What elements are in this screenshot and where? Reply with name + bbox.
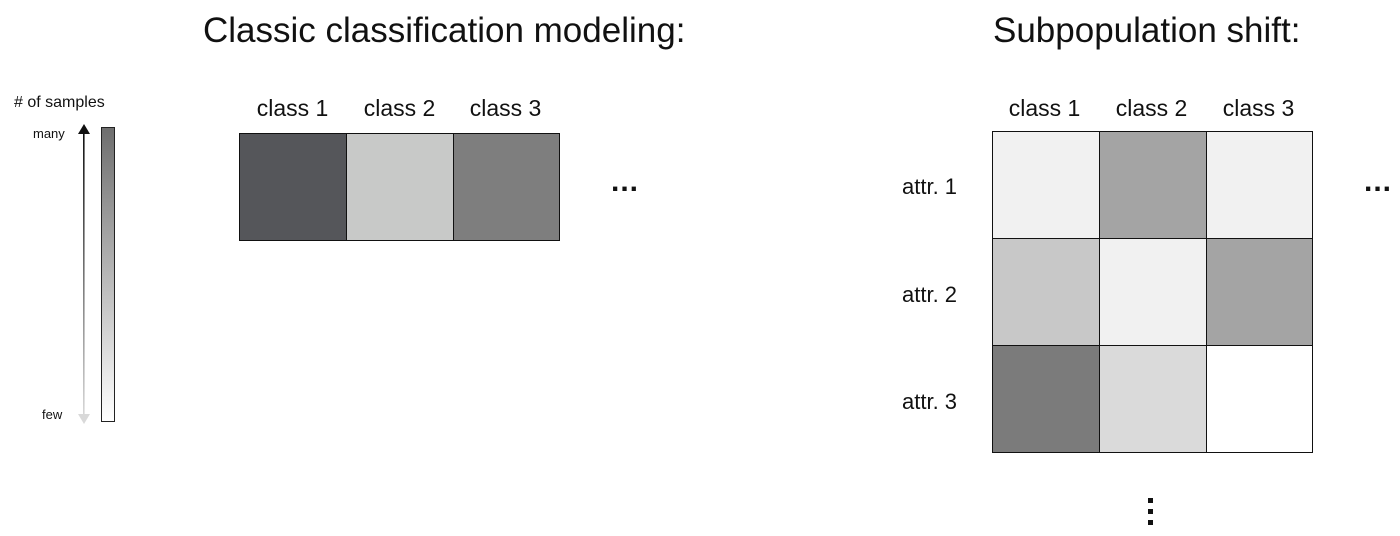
vertical-dot [1148, 520, 1153, 525]
right-column-label-class-2: class 2 [1115, 95, 1188, 121]
right-column-label-class-1: class 1 [1008, 95, 1081, 121]
row-label-attr-1: attr. 1 [902, 174, 958, 199]
right-column-label-class-3: class 3 [1222, 95, 1295, 121]
subpopulation-grid [992, 131, 1313, 453]
row-label-attr-3: attr. 3 [902, 389, 958, 414]
grid-cell-attr2-class2 [1099, 238, 1207, 346]
grid-cell-attr1-class1 [992, 131, 1100, 239]
subpopulation-title: Subpopulation shift: [993, 11, 1301, 50]
row-label-attr-2: attr. 2 [902, 282, 958, 307]
class-1-cell [239, 133, 347, 241]
grid-cell-attr2-class1 [992, 238, 1100, 346]
legend-arrow [78, 124, 90, 424]
grid-cell-attr3-class1 [992, 345, 1100, 453]
legend-many-label: many [33, 126, 65, 141]
legend-few-label: few [42, 407, 63, 422]
grid-cell-attr1-class3 [1206, 131, 1313, 239]
legend-gradient-bar [101, 127, 115, 422]
left-column-label-class-1: class 1 [256, 95, 329, 121]
classic-class-strip [239, 133, 560, 241]
more-classes-ellipsis: ... [611, 165, 640, 198]
vertical-dot [1148, 509, 1153, 514]
grid-cell-attr2-class3 [1206, 238, 1313, 346]
more-rows-ellipsis [1148, 498, 1154, 528]
left-column-label-class-3: class 3 [469, 95, 542, 121]
legend-title: # of samples [14, 94, 105, 111]
vertical-dot [1148, 498, 1153, 503]
grid-cell-attr3-class2 [1099, 345, 1207, 453]
more-columns-ellipsis: ... [1364, 165, 1393, 198]
grid-cell-attr1-class2 [1099, 131, 1207, 239]
class-3-cell [453, 133, 560, 241]
classic-title: Classic classification modeling: [203, 11, 686, 50]
left-column-label-class-2: class 2 [363, 95, 436, 121]
class-2-cell [346, 133, 454, 241]
grid-cell-attr3-class3 [1206, 345, 1313, 453]
